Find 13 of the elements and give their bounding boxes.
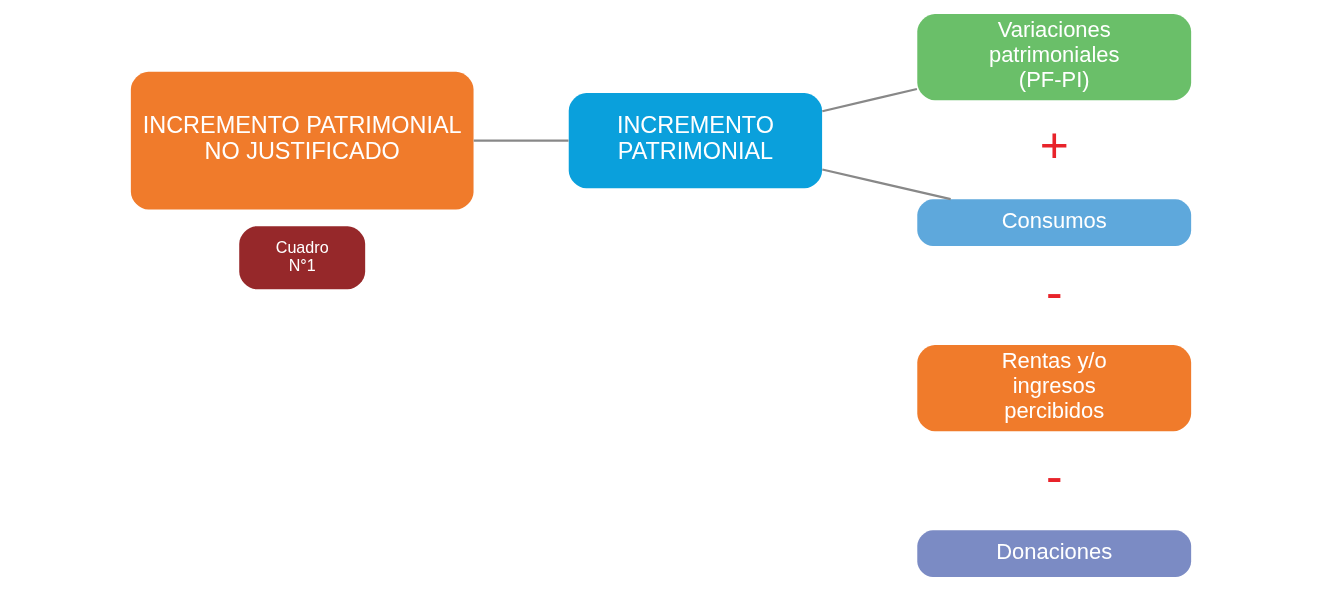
node-box: Consumos <box>917 199 1192 247</box>
connector <box>822 87 918 113</box>
connector <box>473 139 569 142</box>
label: - <box>1045 448 1063 505</box>
node-box: Variaciones patrimoniales (PF-PI) <box>917 13 1192 101</box>
label: - <box>1045 263 1063 320</box>
node-box: Cuadro N°1 <box>239 226 366 290</box>
node-box: Rentas y/o ingresos percibidos <box>917 344 1192 432</box>
label: + <box>1039 117 1069 174</box>
node-box: Donaciones <box>917 530 1192 578</box>
node-box: INCREMENTO PATRIMONIAL <box>568 93 823 189</box>
connector <box>822 168 951 201</box>
node-box: INCREMENTO PATRIMONIAL NO JUSTIFICADO <box>130 71 474 210</box>
